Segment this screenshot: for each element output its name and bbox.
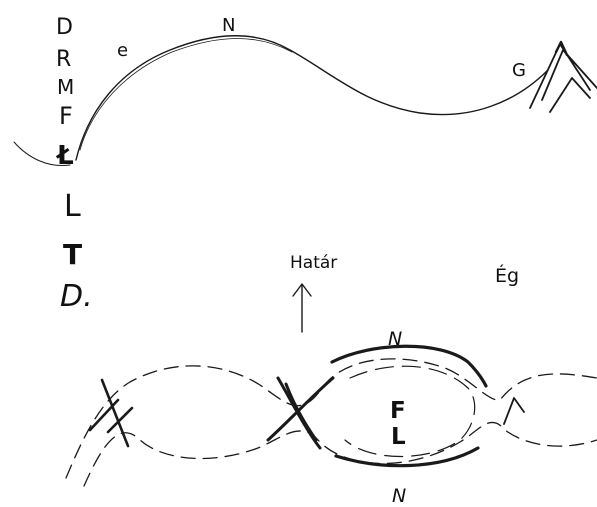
lens-top-solid-arc — [330, 344, 488, 388]
left-letter-m: M — [57, 75, 74, 99]
left-letter-r: R — [56, 47, 71, 72]
lens-bottom-n: N — [392, 485, 406, 507]
curve-label-g: G — [512, 60, 526, 81]
left-letter-l-stroke: Ł — [55, 141, 74, 171]
top-wave-curve — [75, 35, 549, 161]
lens-inner-dashed — [344, 365, 476, 458]
lens-center-l: L — [391, 424, 406, 450]
lens-bottom-solid-arc — [334, 446, 480, 468]
middle-labels: Határ Ég — [290, 253, 519, 333]
left-letter-t: T — [63, 238, 82, 271]
left-letter-d: D — [56, 15, 73, 40]
top-wave-curve-overstroke — [79, 38, 293, 151]
up-arrow — [292, 283, 312, 333]
mountain-peak-overstroke — [554, 40, 569, 57]
right-hook — [503, 397, 525, 425]
left-letter-l: L — [64, 189, 81, 224]
left-letter-f: F — [59, 102, 73, 130]
lens-center-f: F — [390, 398, 406, 424]
left-cross — [88, 378, 134, 448]
curve-label-n: N — [222, 15, 235, 36]
curve-label-e: e — [117, 40, 128, 61]
dashed-strand-lower — [83, 421, 597, 487]
left-letter-d-dot: D. — [60, 279, 93, 314]
dashed-strand-upper — [65, 358, 597, 479]
left-small-arc — [13, 141, 71, 167]
bottom-sketch: N F L N — [65, 328, 597, 507]
border-label: Határ — [290, 253, 337, 273]
center-cross — [266, 376, 335, 450]
top-sketch: D R M F Ł L T D. e N G — [13, 15, 597, 314]
lens-top-n: N — [388, 328, 402, 350]
sky-label: Ég — [495, 264, 519, 287]
